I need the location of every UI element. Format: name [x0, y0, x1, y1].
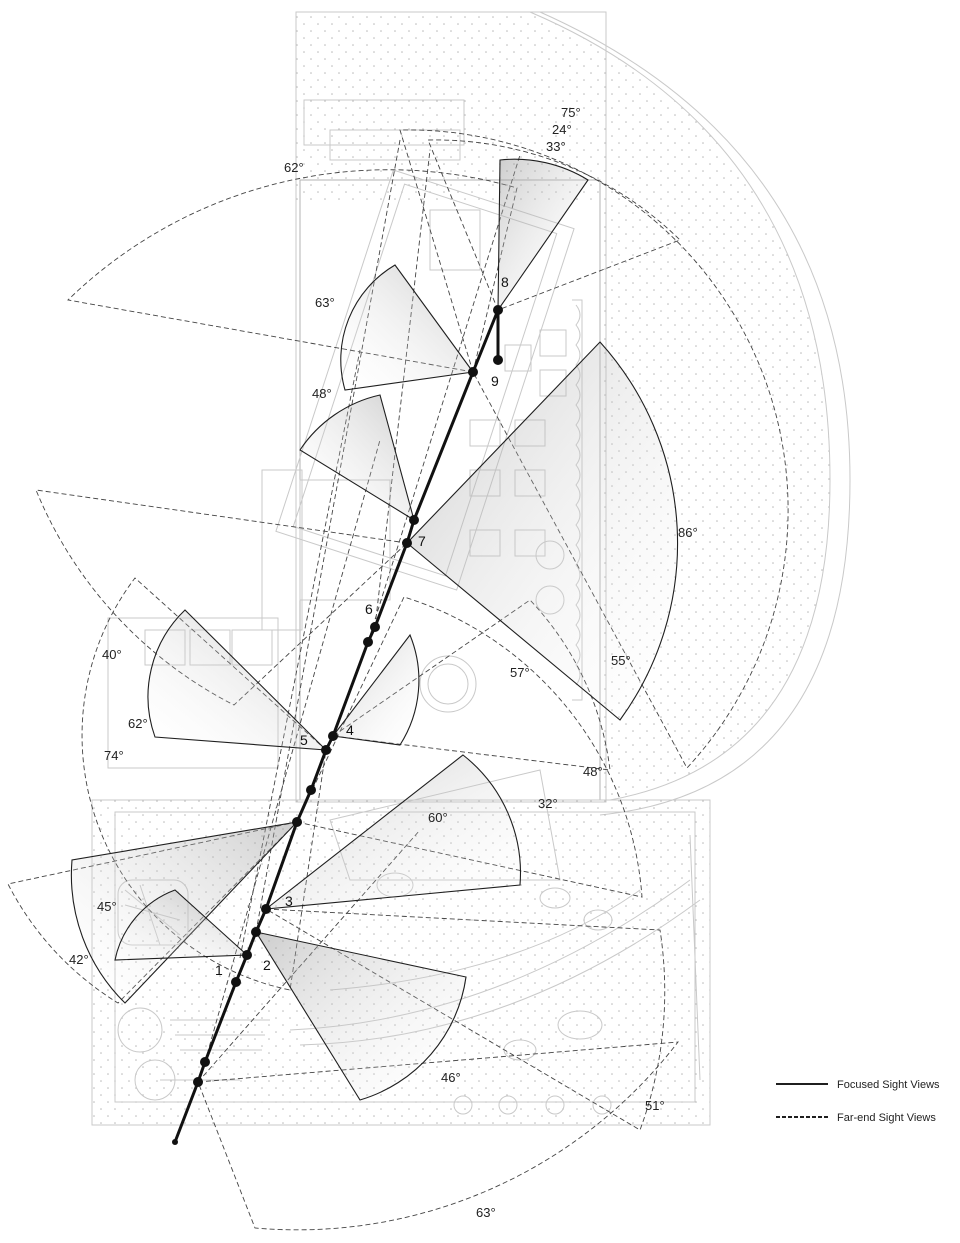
walking-path [172, 305, 503, 1145]
focus-cone-62left [147, 609, 328, 751]
lower-dotted-area [92, 800, 710, 1125]
far-end-sight-views [7, 129, 789, 1231]
focus-cone-48 [299, 394, 415, 522]
angle-label-62-left: 62° [128, 716, 148, 731]
far-cone-7 [35, 489, 408, 706]
angle-label-86: 86° [678, 525, 698, 540]
angle-label-33: 33° [546, 139, 566, 154]
focus-cone-8 [497, 158, 589, 312]
angle-label-42: 42° [69, 952, 89, 967]
node-label-1: 1 [215, 962, 223, 978]
angle-label-45: 45° [97, 899, 117, 914]
node-label-8: 8 [501, 274, 509, 290]
focus-cone-45 [114, 889, 249, 961]
node-label-6: 6 [365, 601, 373, 617]
focused-sight-views [70, 158, 679, 1101]
focus-cone-60 [264, 754, 522, 910]
angle-label-48-mid: 48° [312, 386, 332, 401]
focus-cone-46 [254, 931, 467, 1101]
angle-label-24: 24° [552, 122, 572, 137]
far-cone-45 [7, 821, 299, 1004]
angle-label-75: 75° [561, 105, 581, 120]
angle-label-62-top: 62° [284, 160, 304, 175]
angle-label-74: 74° [104, 748, 124, 763]
node-label-4: 4 [346, 722, 354, 738]
node-labels: 1 2 3 4 5 6 7 8 9 [215, 274, 509, 978]
angle-label-57: 57° [510, 665, 530, 680]
legend-focused-label: Focused Sight Views [837, 1079, 940, 1091]
far-cone-32 [296, 596, 643, 898]
node-label-9: 9 [491, 373, 499, 389]
focus-cone-63 [340, 264, 474, 391]
angle-label-40: 40° [102, 647, 122, 662]
landscape-dotted-area [296, 12, 830, 800]
angle-label-48-right: 48° [583, 764, 603, 779]
far-cone-63bottom [197, 1041, 679, 1231]
far-cone-75 [399, 129, 789, 769]
node-label-5: 5 [300, 732, 308, 748]
node-label-2: 2 [263, 957, 271, 973]
angle-label-60: 60° [428, 810, 448, 825]
angle-label-63-mid: 63° [315, 295, 335, 310]
angle-label-63-bottom: 63° [476, 1205, 496, 1220]
angle-label-51: 51° [645, 1098, 665, 1113]
legend-far-label: Far-end Sight Views [837, 1112, 936, 1124]
focus-cone-57 [331, 633, 420, 746]
node-label-3: 3 [285, 893, 293, 909]
far-cone-8 [427, 139, 681, 311]
angle-labels: 75° 24° 33° 62° 63° 48° 86° 40° 57° 55° … [69, 105, 698, 1220]
legend: Focused Sight Views Far-end Sight Views [776, 1079, 940, 1124]
focus-cone-86 [406, 341, 679, 721]
far-cone-51 [265, 908, 666, 1131]
angle-label-32: 32° [538, 796, 558, 811]
angle-label-55: 55° [611, 653, 631, 668]
node-label-7: 7 [418, 533, 426, 549]
path-polyline [173, 308, 500, 1144]
building-interior [261, 169, 575, 631]
angle-label-46: 46° [441, 1070, 461, 1085]
